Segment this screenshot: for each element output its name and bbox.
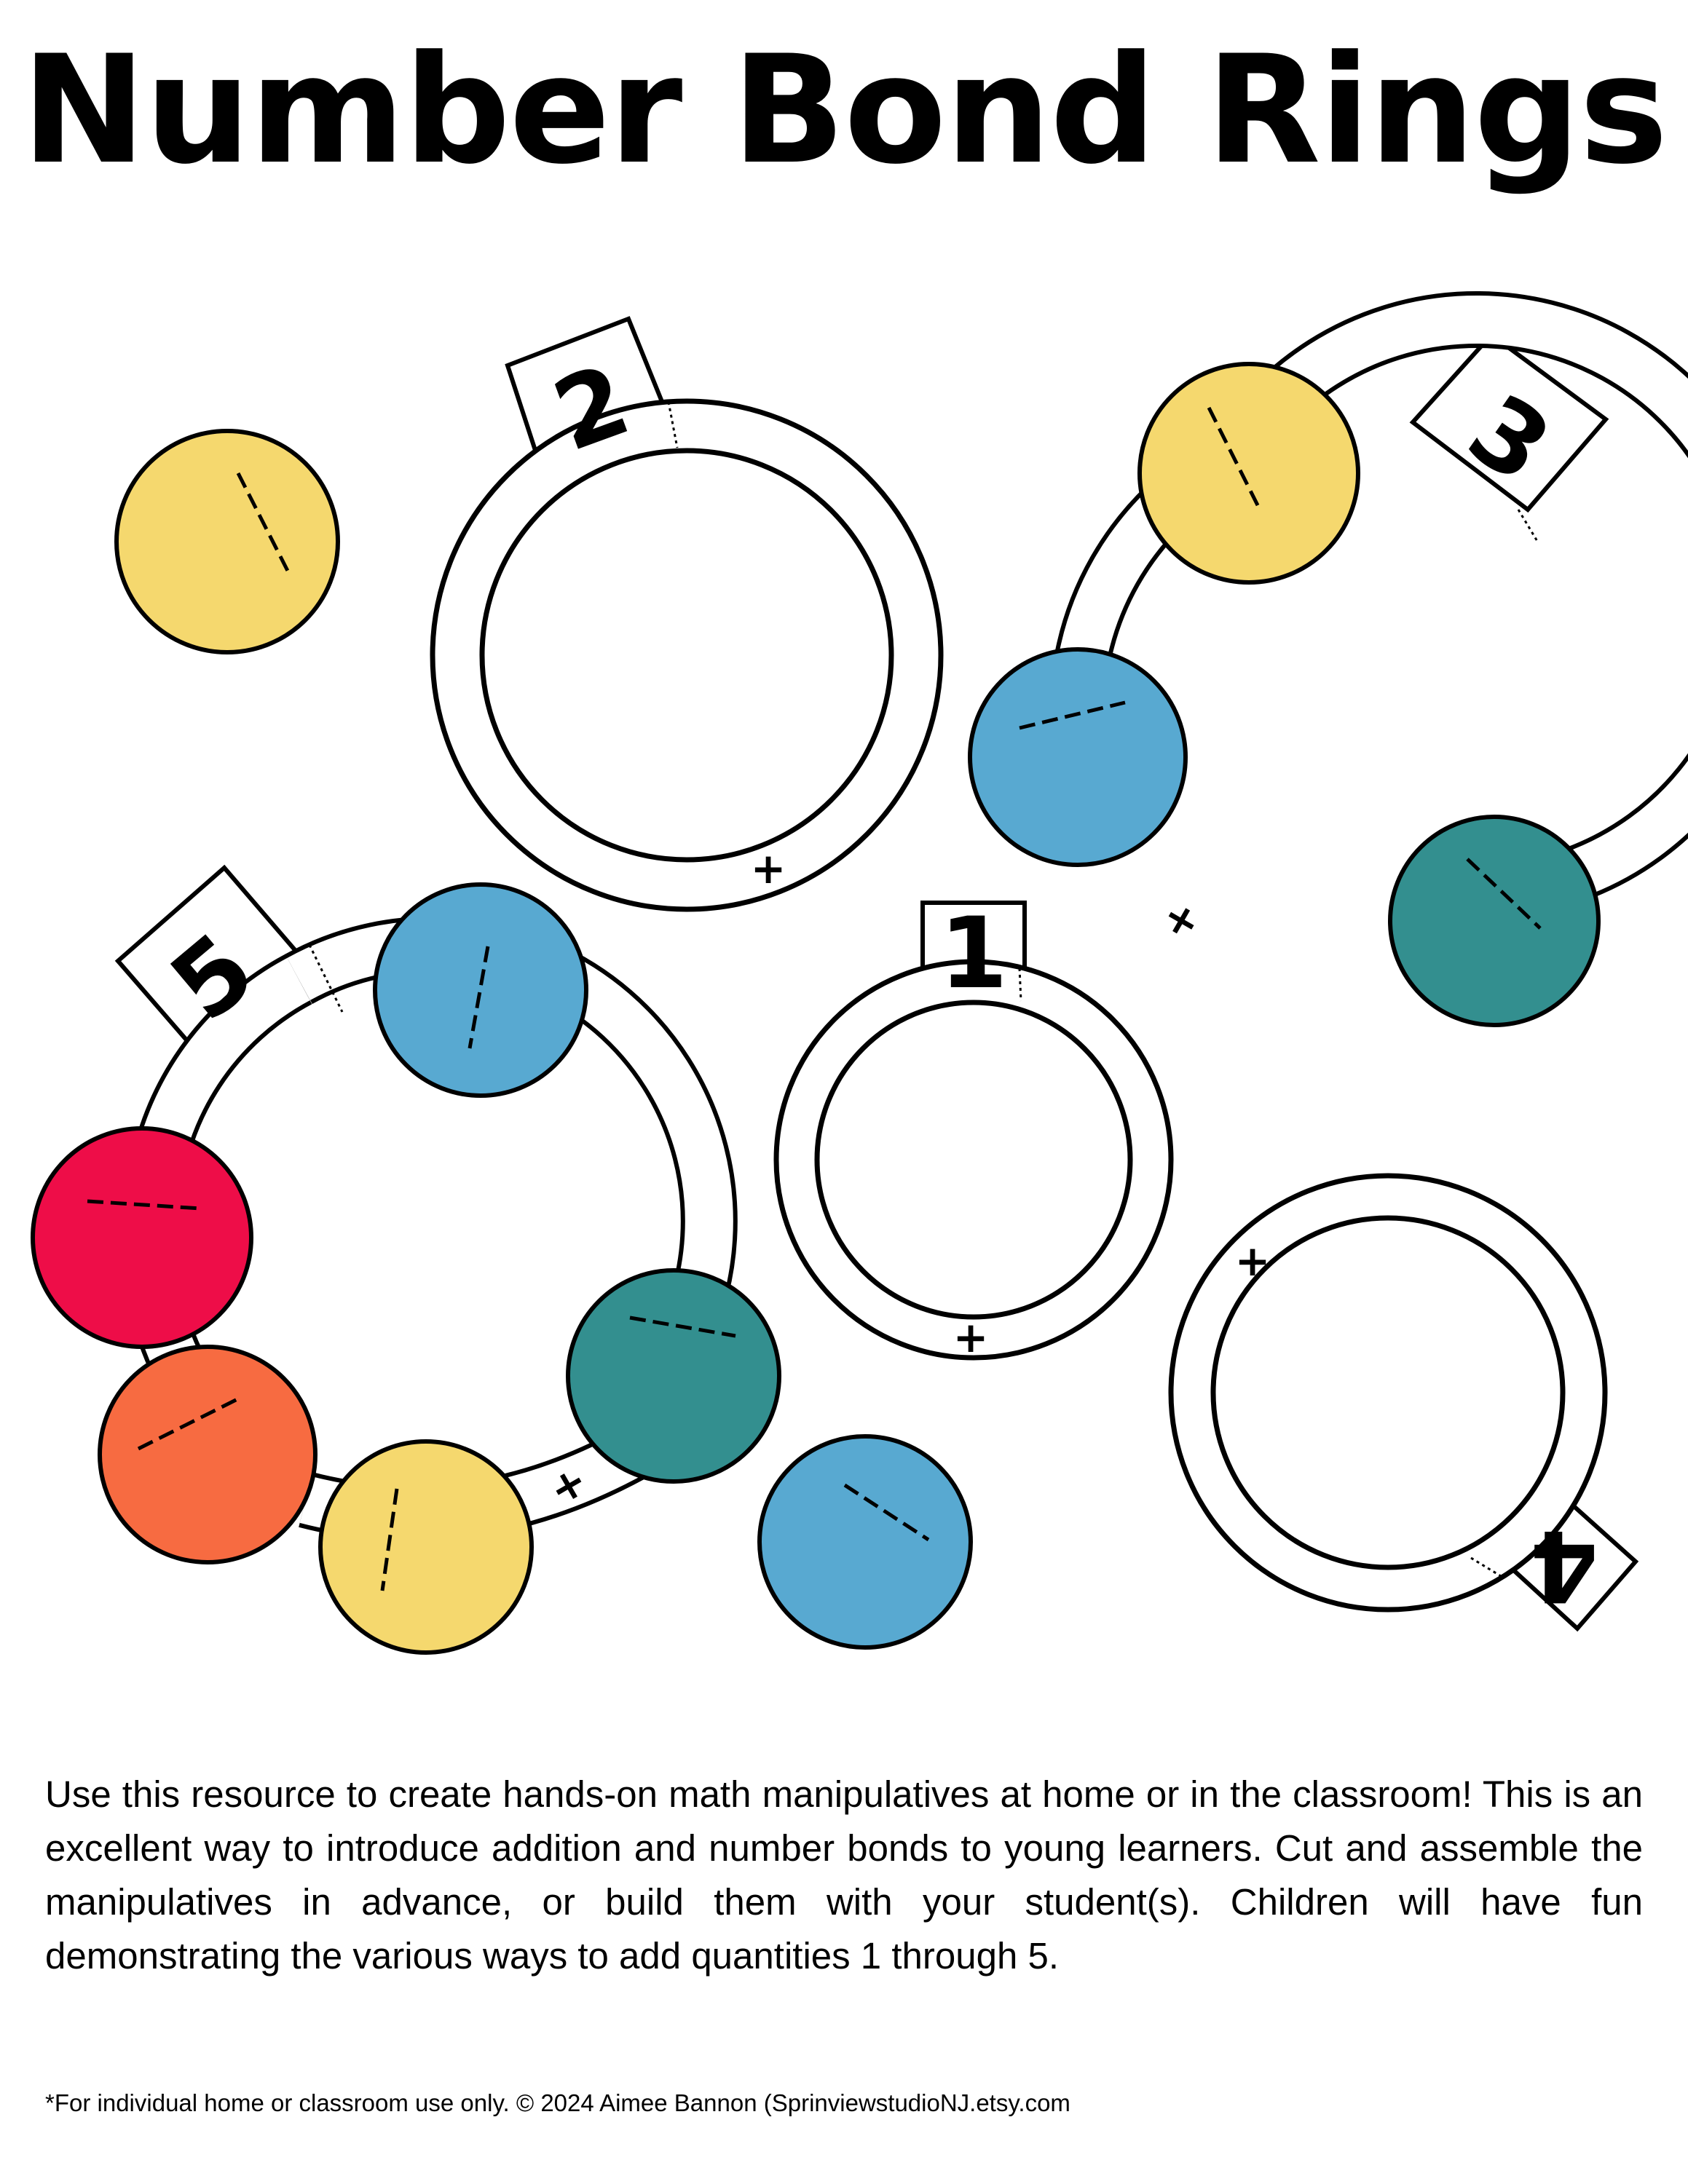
- number-ring-5: 5 +: [31, 864, 781, 1655]
- ring-plus-3: +: [1154, 890, 1210, 950]
- ring-5-bead-orange: [98, 1345, 318, 1564]
- ring-plus-2: +: [751, 844, 786, 893]
- footer-copyright: *For individual home or classroom use on…: [45, 2089, 1070, 2116]
- ring-3-bead-blue: [968, 647, 1188, 867]
- ring-5-bead-blue: [373, 882, 588, 1098]
- number-ring-1: 1 +: [773, 896, 1174, 1362]
- page-title: Number Bond Rings: [21, 24, 1668, 197]
- ring-5-bead-yellow: [318, 1439, 534, 1655]
- ring-label-4: 4: [1530, 1508, 1598, 1623]
- ring-tag-3: [1409, 331, 1609, 513]
- loose-yellow-bead: [114, 429, 340, 654]
- ring-plus-1: +: [953, 1313, 989, 1362]
- ring-5-bead-teal: [566, 1268, 781, 1484]
- number-ring-2: 2 +: [430, 316, 944, 912]
- ring-plus-4: +: [1235, 1236, 1271, 1286]
- ring-3-bead-teal: [1388, 815, 1601, 1027]
- ring-label-1: 1: [939, 896, 1008, 1010]
- ring-3-bead-yellow: [1137, 362, 1360, 585]
- number-ring-3: 3 +: [968, 290, 1688, 1027]
- loose-blue-bead: [757, 1434, 973, 1650]
- ring-5-bead-red: [31, 1126, 253, 1349]
- number-ring-4: 4 +: [1168, 1173, 1639, 1632]
- manipulatives-illustration: 2 + 3 + 1 + 4 +: [31, 290, 1688, 1655]
- description-text: Use this resource to create hands-on mat…: [45, 1773, 1643, 1977]
